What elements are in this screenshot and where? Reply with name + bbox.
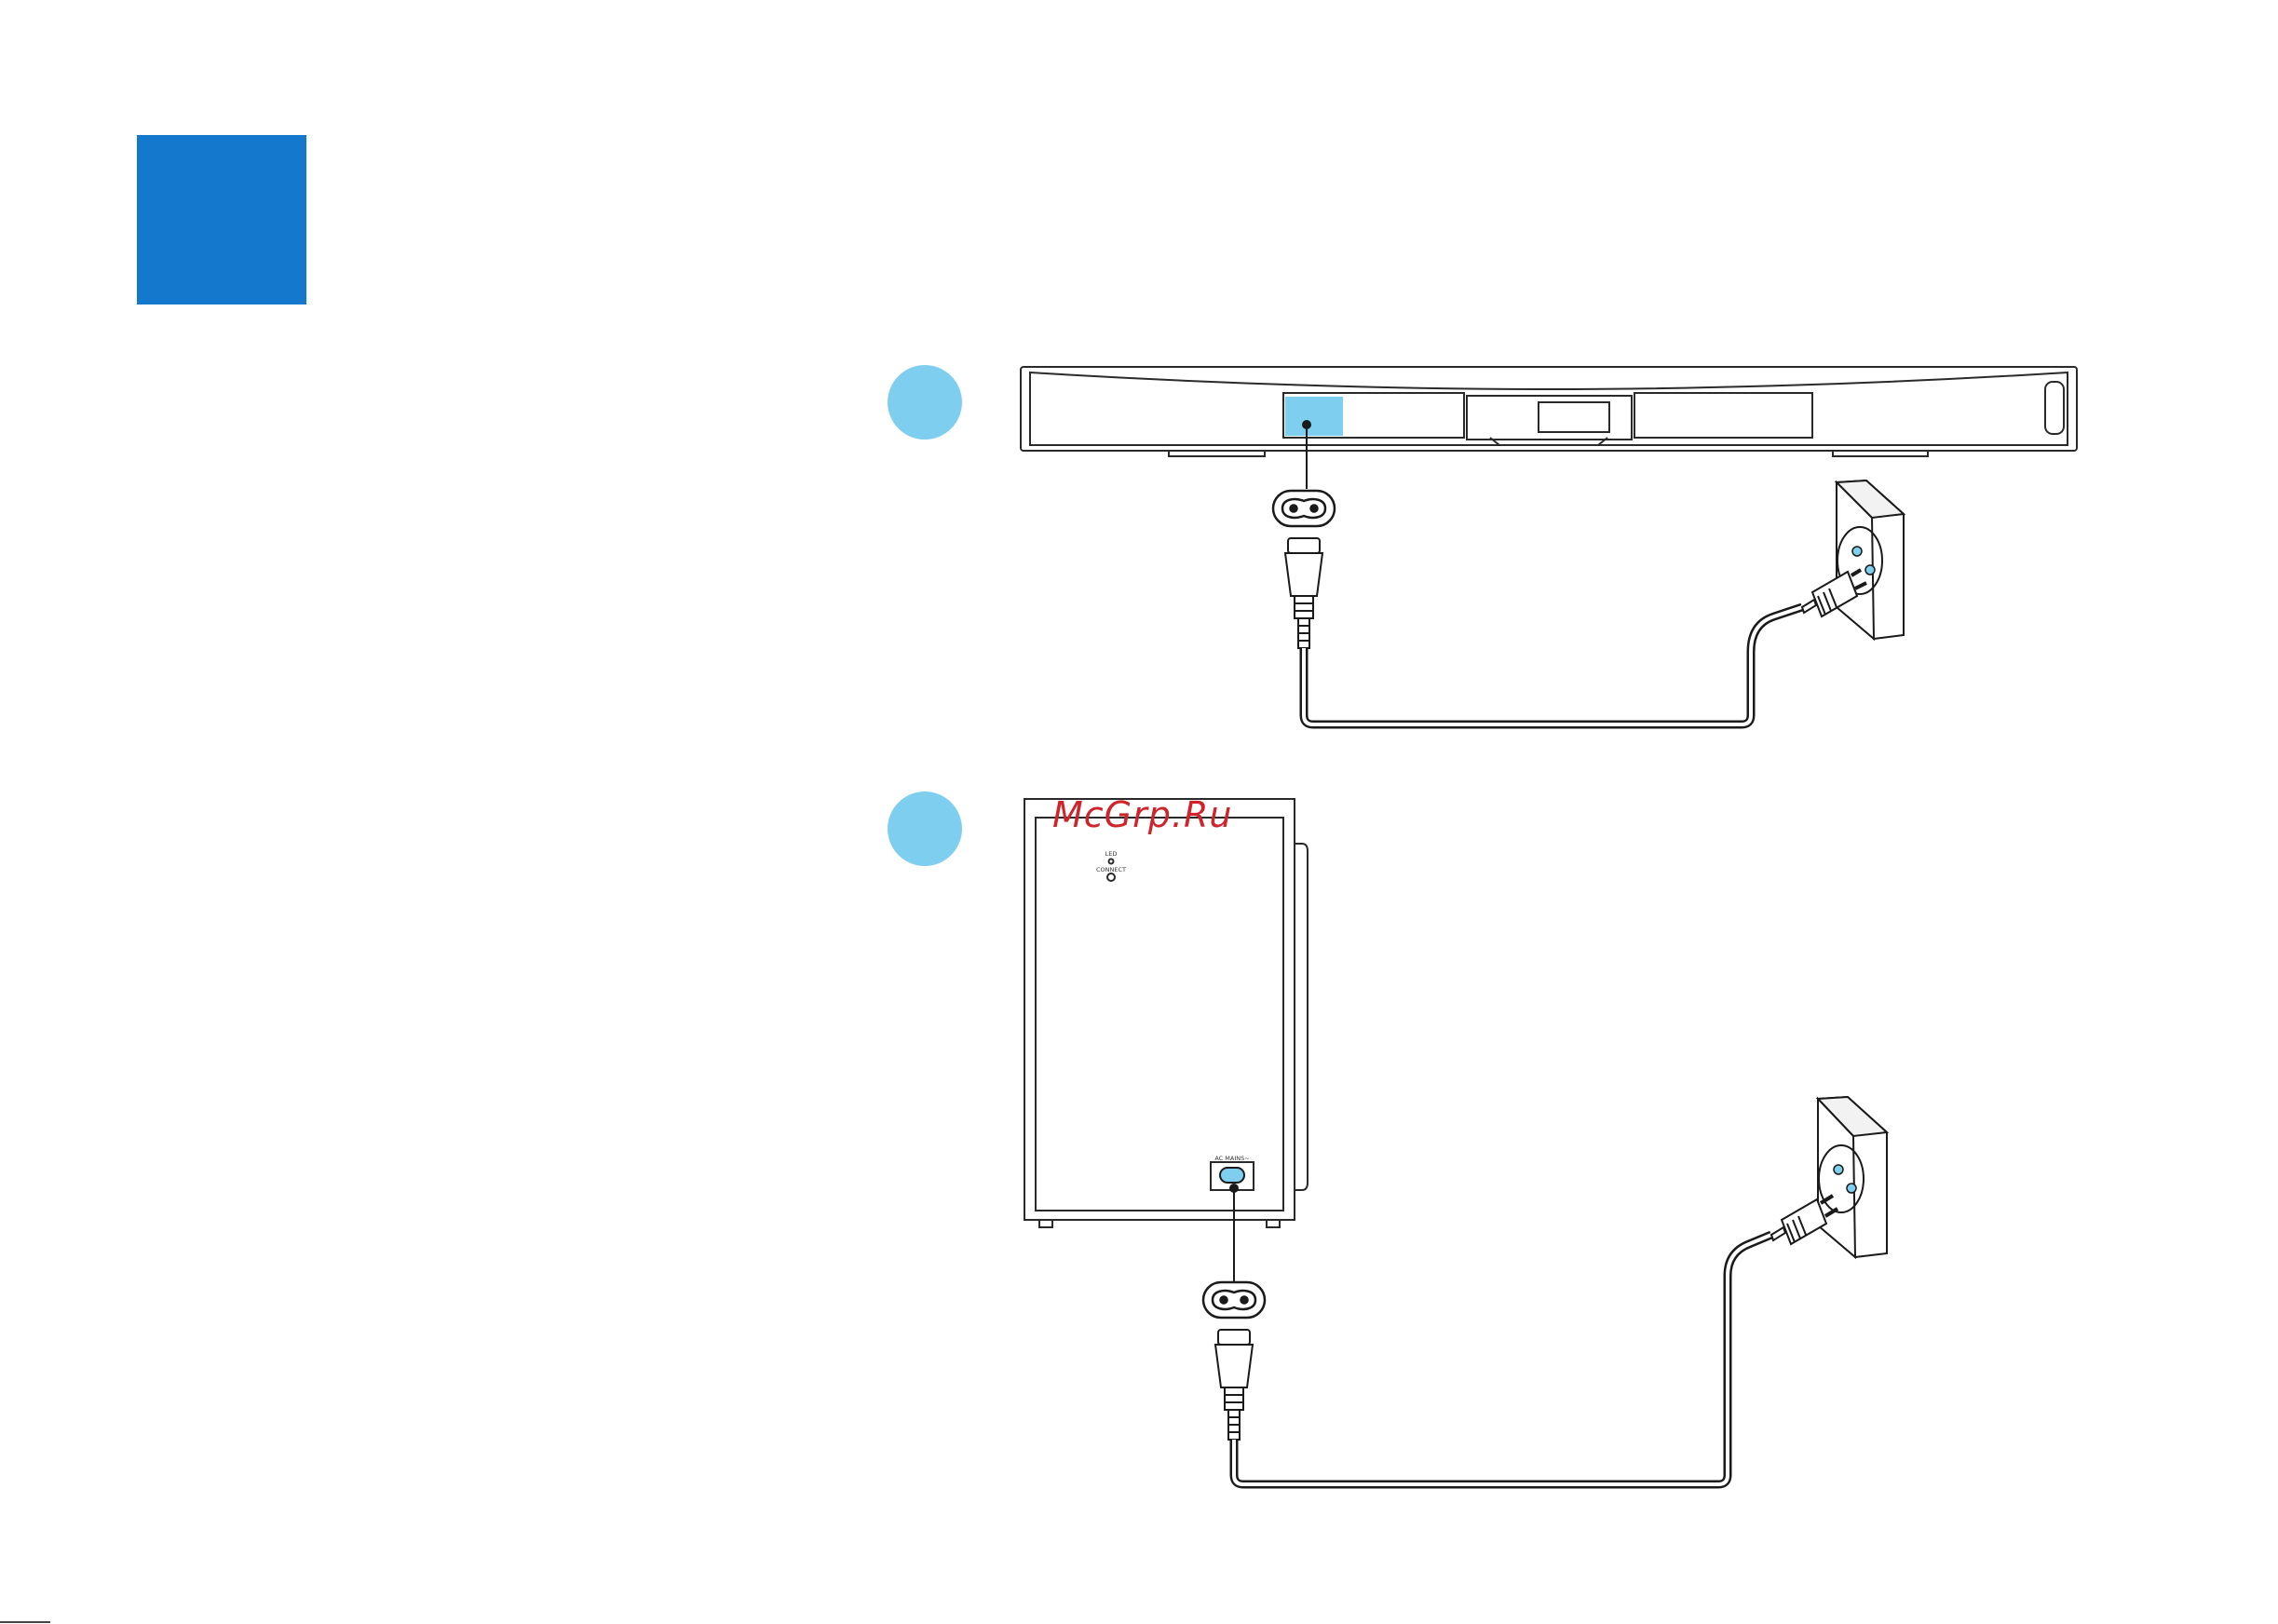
power-cable-1	[1304, 607, 1802, 724]
soundbar-illustration	[1021, 367, 2077, 456]
figure8-connector-icon	[1273, 491, 1335, 526]
watermark-text: McGrp.Ru	[1052, 794, 1232, 835]
subwoofer-power-port	[1220, 1168, 1244, 1183]
power-cable-2	[1234, 1235, 1771, 1484]
connect-label: CONNECT	[1096, 866, 1126, 873]
step-1-circle	[888, 365, 962, 440]
wall-socket-icon	[1818, 1097, 1887, 1257]
ac-mains-label: AC MAINS~	[1214, 1155, 1249, 1162]
figure8-plug-icon	[1215, 1330, 1253, 1440]
figure8-connector-icon	[1203, 1282, 1265, 1318]
step-2-circle	[888, 792, 962, 866]
soundbar-power-port	[1285, 397, 1343, 436]
wall-socket-icon	[1837, 480, 1904, 639]
figure8-plug-icon	[1285, 538, 1322, 648]
subwoofer-illustration	[1024, 799, 1308, 1227]
section-marker-square	[137, 135, 306, 304]
led-label: LED	[1105, 850, 1118, 858]
